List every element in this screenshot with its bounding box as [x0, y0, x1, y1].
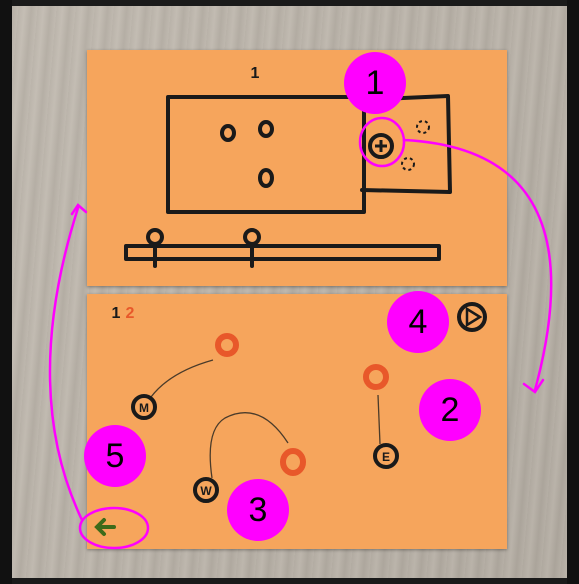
annotation-arrowhead: [72, 205, 86, 214]
target-circle: [283, 451, 303, 473]
legend-first: 1: [112, 305, 121, 322]
empty-slot: [402, 158, 414, 170]
timeline-knob[interactable]: [245, 230, 259, 244]
timeline-knob[interactable]: [148, 230, 162, 244]
legend-second: 2: [126, 305, 135, 322]
annotation-badge-2: 2: [419, 379, 481, 441]
target-circle: [218, 336, 236, 354]
annotation-badge-4: 4: [387, 291, 449, 353]
annotation-badge-3: 3: [227, 479, 289, 541]
annotation-badge-1: 1: [344, 52, 406, 114]
token-w-label: W: [200, 484, 212, 498]
annotation-badge-5: 5: [84, 425, 146, 487]
annotation-arrowhead: [524, 380, 543, 392]
motion-path: [210, 413, 288, 478]
empty-slot: [417, 121, 429, 133]
annotation-arrow-add: [404, 140, 551, 390]
timeline-bar: [126, 246, 439, 259]
token-e-label: E: [382, 450, 390, 464]
annotation-arrow-back: [50, 208, 82, 520]
motion-path: [151, 360, 213, 397]
player-dot: [260, 170, 272, 186]
player-dot: [260, 122, 272, 136]
plus-glyph: [375, 140, 387, 152]
field-top-label: 1: [251, 65, 260, 82]
play-icon: [467, 309, 480, 325]
field-outline: [168, 97, 364, 212]
target-circle: [366, 367, 386, 387]
player-dot: [222, 126, 234, 140]
arrow-left-icon[interactable]: [97, 520, 114, 534]
token-m-label: M: [139, 401, 149, 415]
motion-path: [378, 395, 380, 444]
